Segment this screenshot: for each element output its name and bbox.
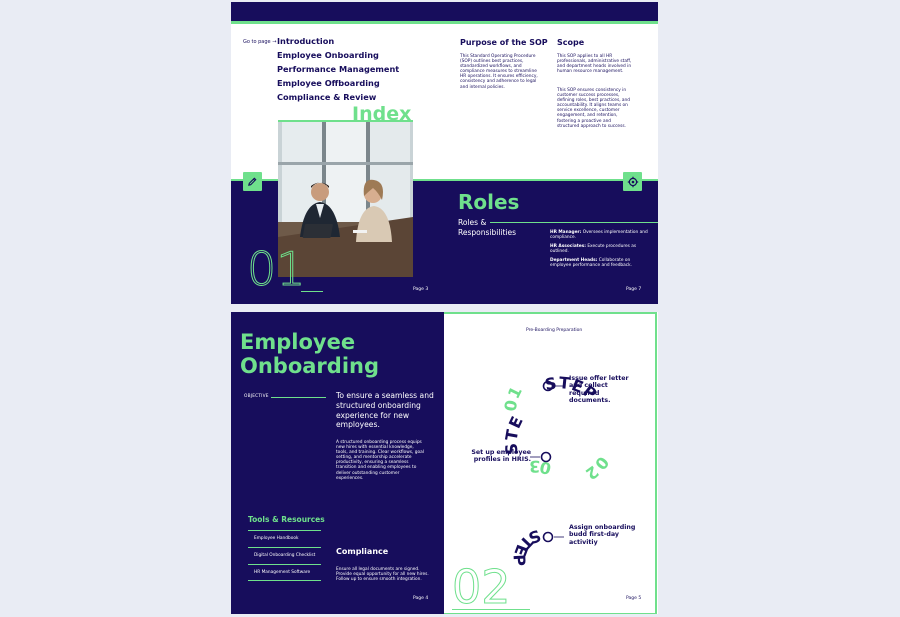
roles-subheading: Roles & Responsibilities	[458, 218, 516, 238]
compliance-heading: Compliance	[336, 547, 389, 556]
roles-sub-line-2: Responsibilities	[458, 228, 517, 237]
goto-page-label[interactable]: Go to page →	[243, 39, 277, 45]
onboarding-title-line-2: Onboarding	[240, 354, 380, 378]
spread-employee-onboarding: Employee Onboarding OBJECTIVE To ensure …	[231, 312, 658, 614]
toc-item-introduction[interactable]: Introduction	[277, 36, 335, 46]
page-number-left: Page 4	[413, 596, 429, 601]
objective-text: To ensure a seamless and structured onbo…	[336, 391, 434, 430]
top-accent-line	[231, 21, 658, 24]
toc-item-performance-management[interactable]: Performance Management	[277, 64, 400, 74]
scope-heading: Scope	[557, 38, 585, 47]
scope-text-1: This SOP applies to all HR professionals…	[557, 54, 632, 75]
step-01-number: 01	[501, 382, 526, 412]
page-number-right: Page 7	[626, 287, 642, 292]
role-item: Department Heads: Collaborate on employe…	[550, 258, 650, 268]
section-number-underline	[452, 609, 530, 610]
tools-list: Employee Handbook Digital Onboarding Che…	[248, 530, 321, 581]
purpose-heading: Purpose of the SOP	[460, 38, 548, 47]
index-title: Index	[352, 103, 412, 125]
step-01-text: Issue offer letter and collect required …	[569, 375, 629, 404]
svg-text:STEP: STEP	[510, 526, 544, 568]
office-meeting-photo	[278, 122, 413, 277]
step-03-text: Assign onboarding budd first-day activit…	[569, 524, 636, 546]
step-02-number: 02	[577, 450, 613, 488]
edit-icon[interactable]	[243, 172, 262, 191]
onboarding-title: Employee Onboarding	[240, 330, 379, 378]
band-accent-line	[231, 179, 658, 182]
step-03-word: STEP	[510, 526, 543, 568]
roles-divider	[490, 222, 658, 223]
page-number-right: Page 5	[626, 596, 642, 601]
section-number: 01	[247, 242, 307, 296]
role-item: HR Manager: Oversees implementation and …	[550, 230, 650, 240]
toc-item-compliance-review[interactable]: Compliance & Review	[277, 92, 377, 102]
purpose-text: This Standard Operating Procedure (SOP) …	[460, 54, 538, 90]
gear-icon[interactable]	[623, 172, 642, 191]
step-03-marker[interactable]	[542, 531, 554, 543]
step-03-label: 03 STEP	[510, 457, 553, 568]
tools-heading: Tools & Resources	[248, 515, 325, 524]
onboarding-title-line-1: Employee	[240, 330, 356, 354]
tool-item-hr-software[interactable]: HR Management Software	[248, 564, 321, 581]
step-01-marker[interactable]	[542, 380, 554, 392]
step-02-text: Set up employee profiles in HRIS.	[471, 449, 531, 464]
steps-diagram: STEP 01 STEP 02 03 STEP	[444, 312, 614, 568]
onboarding-left-panel	[231, 312, 444, 614]
objective-body: A structured onboarding process equips n…	[336, 440, 424, 481]
section-number: 02	[452, 560, 512, 614]
svg-text:01: 01	[501, 382, 527, 412]
onboarding-right-panel	[444, 312, 657, 614]
role-item: HR Associates: Execute procedures as out…	[550, 244, 650, 254]
toc-item-employee-onboarding[interactable]: Employee Onboarding	[277, 50, 379, 60]
objective-label: OBJECTIVE	[244, 394, 269, 399]
role-name: Department Heads:	[550, 258, 598, 264]
scope-text-2: This SOP ensures consistency in customer…	[557, 88, 631, 129]
step-01-label: STEP 01	[444, 312, 527, 456]
toc-item-employee-offboarding[interactable]: Employee Offboarding	[277, 78, 380, 88]
svg-text:STEP: STEP	[444, 312, 527, 456]
section-number-underline	[301, 291, 323, 292]
table-of-contents: Introduction Employee Onboarding Perform…	[277, 36, 399, 106]
compliance-text: Ensure all legal documents are signed. P…	[336, 567, 429, 583]
objective-divider	[271, 397, 326, 398]
roles-list: HR Manager: Oversees implementation and …	[550, 230, 650, 273]
role-name: HR Manager:	[550, 230, 582, 235]
photo-frame-line	[278, 120, 413, 122]
preboarding-label: Pre-Boarding Preparation	[526, 328, 583, 333]
roles-sub-line-1: Roles &	[458, 218, 487, 227]
page-number-left: Page 3	[413, 287, 429, 292]
svg-text:02: 02	[577, 450, 613, 488]
step-01-word: STEP	[444, 312, 526, 456]
role-desc: Execute procedures as outlined.	[550, 244, 637, 255]
role-desc: Collaborate on employee performance and …	[550, 258, 633, 269]
role-name: HR Associates:	[550, 244, 586, 250]
roles-heading: Roles	[458, 190, 520, 214]
tool-item-checklist[interactable]: Digital Onboarding Checklist	[248, 547, 321, 564]
role-desc: Oversees implementation and compliance.	[550, 230, 648, 241]
spread-index-roles: Go to page → Introduction Employee Onboa…	[231, 2, 658, 304]
tool-item-handbook[interactable]: Employee Handbook	[248, 530, 321, 547]
step-02-marker[interactable]	[540, 451, 552, 463]
top-bar	[231, 2, 658, 21]
